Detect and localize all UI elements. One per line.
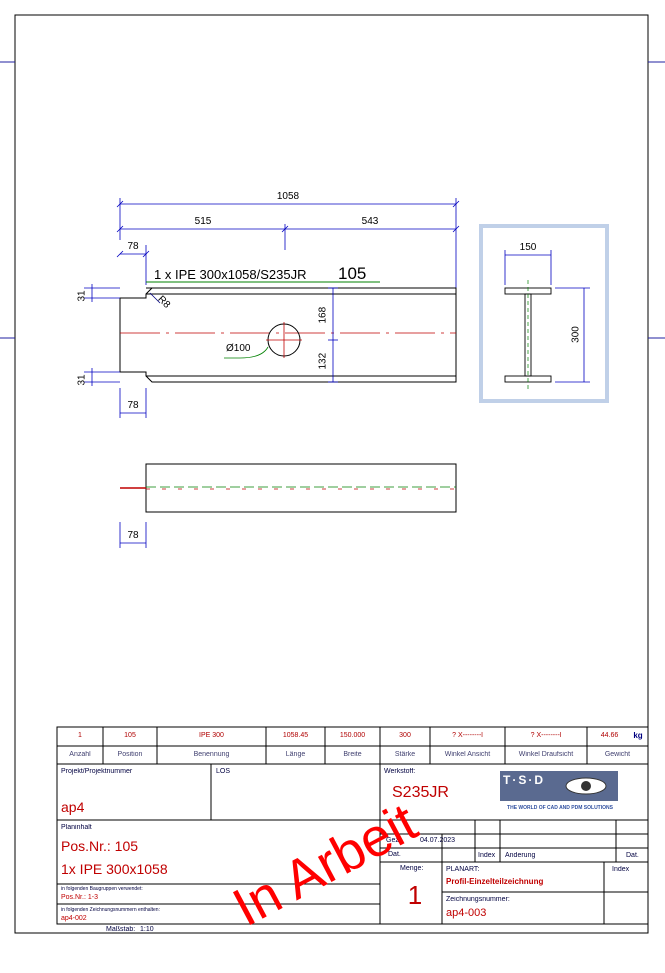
tb-los-label: LOS — [216, 768, 231, 775]
tb-zeichnungen-value: ap4-002 — [61, 915, 87, 922]
tb-laenge-label: Länge — [285, 751, 306, 758]
notch-width-dim-bottom — [119, 388, 147, 418]
tb-index-label-2: Index — [612, 866, 630, 873]
dim-notch-width-top: 78 — [127, 241, 139, 252]
part-position-number: 105 — [338, 264, 367, 283]
tb-zeichnungsnummer-value: ap4-003 — [446, 907, 487, 919]
tb-winkel-ansicht-label: Winkel Ansicht — [444, 751, 491, 758]
section-view-frame — [479, 224, 609, 403]
dim-hole-pos-bottom: 132 — [317, 352, 329, 370]
tb-winkel-draufsicht-value: ? X--------l — [530, 732, 562, 739]
tb-zeichnungen-label: in folgenden Zeichnungsnummern enthalten… — [61, 907, 160, 913]
tb-planart-value: Profil-Einzelteilzeichnung — [446, 877, 544, 886]
tb-anzahl-label: Anzahl — [69, 751, 91, 758]
dim-left-length: 515 — [194, 216, 212, 227]
tb-anzahl-value: 1 — [78, 732, 82, 739]
top-view-dim — [119, 522, 147, 548]
tb-menge-value: 1 — [407, 880, 423, 910]
tb-position-label: Position — [117, 751, 143, 758]
drawing-canvas — [0, 14, 665, 934]
tb-baugruppen-value: Pos.Nr.: 1-3 — [61, 894, 98, 901]
dim-notch-width-flange: 78 — [127, 530, 139, 541]
dim-section-width: 150 — [519, 242, 537, 253]
dim-notch-width-bottom: 78 — [127, 400, 139, 411]
tb-planinhalt-label: Planinhalt — [61, 824, 92, 831]
tb-planart-label: PLANART: — [446, 866, 480, 873]
tb-staerke-value: 300 — [399, 732, 411, 739]
tb-massstab-value: 1:10 — [140, 926, 154, 933]
tb-breite-label: Breite — [343, 751, 362, 758]
dimension-lines-top — [119, 198, 457, 290]
logo-tagline: THE WORLD OF CAD AND PDM SOLUTIONS — [507, 805, 613, 811]
tb-dat-label-2: Dat. — [626, 852, 639, 859]
tb-position-value: 105 — [124, 732, 136, 739]
dim-hole-diameter: Ø100 — [226, 343, 251, 354]
radius-leader — [149, 292, 161, 304]
tb-gewicht-label: Gewicht — [604, 751, 631, 758]
dim-right-length: 543 — [361, 216, 379, 227]
tb-breite-value: 150.000 — [339, 732, 366, 739]
dim-notch-depth-bottom: 31 — [76, 374, 88, 386]
tb-benennung-value: IPE 300 — [199, 732, 224, 739]
tb-baugruppen-label: in folgenden Baugruppen verwendet: — [61, 886, 143, 892]
dim-section-height: 300 — [570, 326, 582, 343]
part-label: 1 x IPE 300x1058/S235JR — [154, 267, 307, 282]
beam-top-view — [145, 463, 457, 513]
tb-winkel-draufsicht-label: Winkel Draufsicht — [518, 751, 574, 758]
notch-depth-dims — [84, 284, 120, 386]
dim-total-length: 1058 — [276, 191, 300, 202]
tb-menge-label: Menge: — [400, 865, 424, 872]
tb-laenge-value: 1058.45 — [282, 732, 309, 739]
tb-benennung-label: Benennung — [193, 751, 230, 758]
section-dims — [504, 250, 590, 383]
beam-side-view — [119, 287, 457, 383]
tb-winkel-ansicht-value: ? X--------l — [452, 732, 483, 739]
tb-aenderung-label: Änderung — [505, 852, 536, 859]
tb-gewicht-value: 44.66 — [600, 732, 619, 739]
dimension-ticks-top — [116, 200, 460, 258]
tb-projekt-value: ap4 — [61, 799, 85, 815]
hole-position-dims — [328, 287, 338, 383]
tb-projekt-label: Projekt/Projektnummer — [61, 768, 133, 775]
drawing-sheet: 1058 515 543 78 1 x IPE 300x1058/S235JR … — [0, 14, 665, 938]
hole-leader — [224, 346, 269, 359]
tb-gez-label: Gez. — [386, 837, 401, 844]
tb-profile-desc: 1x IPE 300x1058 — [61, 861, 168, 877]
title-block-grid — [56, 726, 649, 925]
tb-date: 04.07.2023 — [420, 837, 456, 844]
tb-gewicht-unit: kg — [633, 731, 643, 740]
tb-pos-nr: Pos.Nr.: 105 — [61, 838, 139, 854]
dim-hole-pos-top: 168 — [317, 306, 329, 324]
tb-dat-label: Dat. — [388, 851, 401, 858]
logo-eye-pupil — [581, 781, 591, 791]
frame-border — [14, 14, 649, 934]
dim-notch-depth-top: 31 — [76, 290, 88, 302]
tb-werkstoff-label: Werkstoff: — [384, 768, 416, 775]
tb-index-label: Index — [478, 852, 496, 859]
tb-massstab-label: Maßstab: — [106, 926, 136, 933]
tb-zeichnungsnummer-label: Zeichnungsnummer: — [446, 896, 510, 903]
tb-werkstoff-value: S235JR — [392, 784, 449, 801]
logo-text: T·S·D — [503, 773, 545, 787]
tb-staerke-label: Stärke — [394, 751, 416, 758]
